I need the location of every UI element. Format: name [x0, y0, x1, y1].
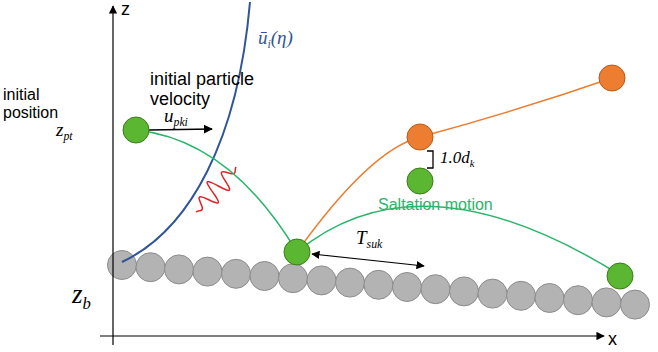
z-axis [112, 6, 113, 345]
particle [599, 65, 625, 91]
symbol-label: upki [164, 106, 188, 127]
bed-particle [193, 257, 222, 286]
axis-label: x [608, 330, 617, 350]
bed-particle [250, 262, 279, 291]
particle [284, 239, 310, 265]
symbol-label: zpt [56, 120, 73, 141]
bed-particle [421, 275, 450, 304]
displaced-trajectory [297, 78, 612, 252]
bed-particle [450, 277, 479, 306]
bed-particle [478, 279, 507, 308]
velocity-profile-curve [122, 2, 250, 262]
symbol-label: Tsuk [356, 228, 382, 249]
bed-particle [336, 268, 365, 297]
dimension-label: 1.0dk [440, 149, 474, 168]
bed-particle [564, 286, 593, 315]
bed-particle [108, 251, 137, 280]
bed-particle [507, 281, 536, 310]
annotation: Saltation motion [378, 196, 493, 214]
bed-particle [621, 290, 650, 319]
symbol-label: zb [72, 280, 91, 310]
bed-particle [222, 259, 251, 288]
bed-particle [592, 288, 621, 317]
particle [123, 117, 149, 143]
bed-particle [165, 255, 194, 284]
bed-particle [307, 266, 336, 295]
particle [407, 124, 433, 150]
saltation-trajectory [136, 130, 297, 252]
annotation: initial position [3, 86, 73, 121]
offset-bracket [427, 151, 433, 168]
particle [607, 263, 633, 289]
turbulence-fluctuation [196, 167, 236, 212]
symbol-label: ūi(η) [258, 28, 293, 49]
bed-particle [364, 270, 393, 299]
velocity-arrow [149, 129, 212, 130]
annotation: initial particle velocity [150, 70, 285, 110]
suspension-time-arrow [312, 254, 424, 266]
particle [407, 168, 433, 194]
saltation-trajectory [297, 206, 620, 275]
bed-particle [535, 284, 564, 313]
bed-particle [279, 264, 308, 293]
bed-particle [393, 273, 422, 302]
axis-label: z [121, 0, 130, 20]
x-axis [100, 335, 604, 336]
bed-particles [108, 251, 650, 320]
bed-particle [136, 253, 165, 282]
